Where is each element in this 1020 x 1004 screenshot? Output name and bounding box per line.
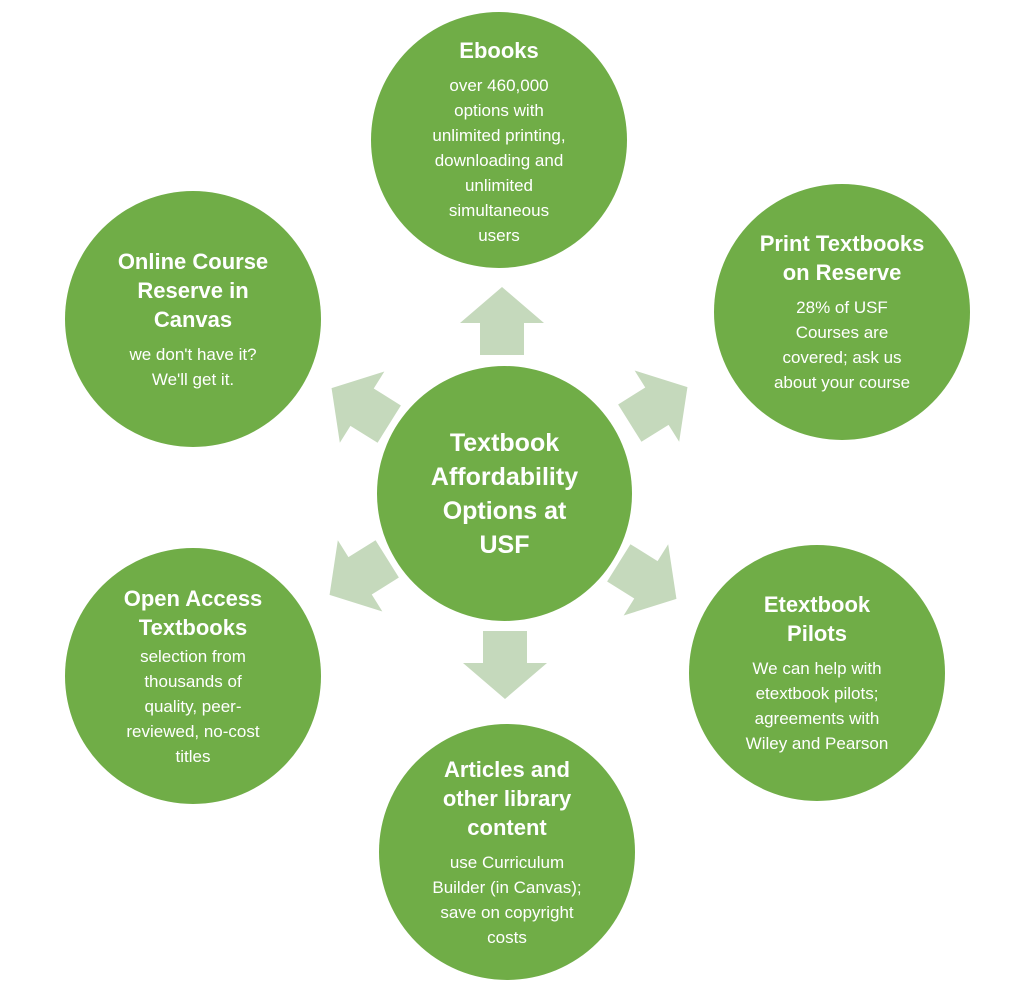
arrow-down-icon xyxy=(463,631,547,699)
node-articles: Articles and other library content use C… xyxy=(379,724,635,980)
node-ebooks-desc: over 460,000 options with unlimited prin… xyxy=(432,76,566,245)
node-print-textbooks-title: Print Textbooks on Reserve xyxy=(759,231,925,285)
arrow-upper-right-icon xyxy=(618,370,688,442)
node-etextbook-pilots-title: Etextbook Pilots xyxy=(763,592,871,646)
node-online-reserve-title: Online Course Reserve in Canvas xyxy=(117,248,269,332)
node-etextbook-pilots-desc: We can help with etextbook pilots; agree… xyxy=(745,659,889,753)
node-open-access-title: Open Access Textbooks xyxy=(123,585,263,640)
node-print-textbooks-desc: 28% of USF Courses are covered; ask us a… xyxy=(773,298,911,392)
node-online-reserve: Online Course Reserve in Canvas we don't… xyxy=(65,191,321,447)
node-online-reserve-desc: we don't have it? We'll get it. xyxy=(129,344,257,389)
node-print-textbooks: Print Textbooks on Reserve 28% of USF Co… xyxy=(714,184,970,440)
node-etextbook-pilots: Etextbook Pilots We can help with etextb… xyxy=(689,545,945,801)
arrow-upper-left-icon xyxy=(331,371,401,443)
node-ebooks: Ebooks over 460,000 options with unlimit… xyxy=(371,12,627,268)
center-title: Textbook Affordability Options at USF xyxy=(430,428,579,559)
node-open-access: Open Access Textbooks selection from tho… xyxy=(65,548,321,804)
arrow-up-icon xyxy=(460,287,544,355)
node-articles-title: Articles and other library content xyxy=(442,756,572,840)
arrow-lower-right-icon xyxy=(607,544,677,616)
center-circle: Textbook Affordability Options at USF xyxy=(377,366,632,621)
node-ebooks-title: Ebooks xyxy=(459,38,539,63)
arrow-lower-left-icon xyxy=(329,540,399,612)
node-open-access-desc: selection from thousands of quality, pee… xyxy=(126,646,260,766)
node-articles-desc: use Curriculum Builder (in Canvas); save… xyxy=(432,852,582,947)
